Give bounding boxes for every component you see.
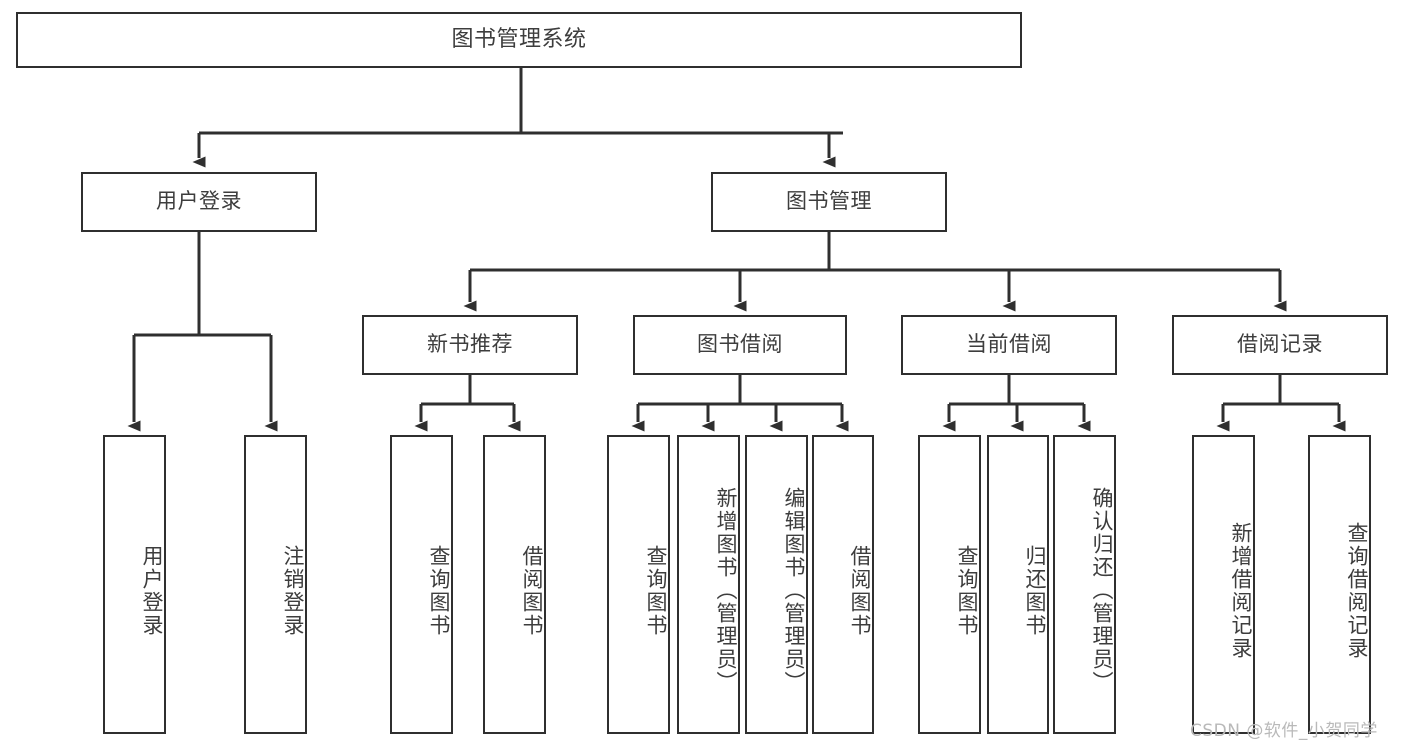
leaf-borrow-edit-book-admin[interactable]: 编辑图书（管理员） [745, 435, 808, 734]
leaf-user-login-signin[interactable]: 用户登录 [103, 435, 166, 734]
leaf-borrow-borrow-books[interactable]: 借阅图书 [812, 435, 874, 734]
node-new-book-recommendation[interactable]: 新书推荐 [362, 315, 578, 375]
node-book-management[interactable]: 图书管理 [711, 172, 947, 232]
leaf-borrow-query-books[interactable]: 查询图书 [607, 435, 670, 734]
leaf-current-return-books[interactable]: 归还图书 [987, 435, 1049, 734]
leaf-new-book-borrow-books[interactable]: 借阅图书 [483, 435, 546, 734]
node-user-login[interactable]: 用户登录 [81, 172, 317, 232]
leaf-new-book-query-books[interactable]: 查询图书 [390, 435, 453, 734]
leaf-user-login-signout[interactable]: 注销登录 [244, 435, 307, 734]
leaf-current-confirm-return-admin[interactable]: 确认归还（管理员） [1053, 435, 1116, 734]
node-book-borrowing[interactable]: 图书借阅 [633, 315, 847, 375]
csdn-watermark: CSDN @软件_小贺同学 [1190, 721, 1378, 741]
node-current-borrowing[interactable]: 当前借阅 [901, 315, 1117, 375]
node-root-book-management-system[interactable]: 图书管理系统 [16, 12, 1022, 68]
leaf-borrow-add-book-admin[interactable]: 新增图书（管理员） [677, 435, 740, 734]
leaf-record-add-borrow-record[interactable]: 新增借阅记录 [1192, 435, 1255, 734]
node-borrowing-record[interactable]: 借阅记录 [1172, 315, 1388, 375]
leaf-current-query-books[interactable]: 查询图书 [918, 435, 981, 734]
leaf-record-query-borrow-record[interactable]: 查询借阅记录 [1308, 435, 1371, 734]
